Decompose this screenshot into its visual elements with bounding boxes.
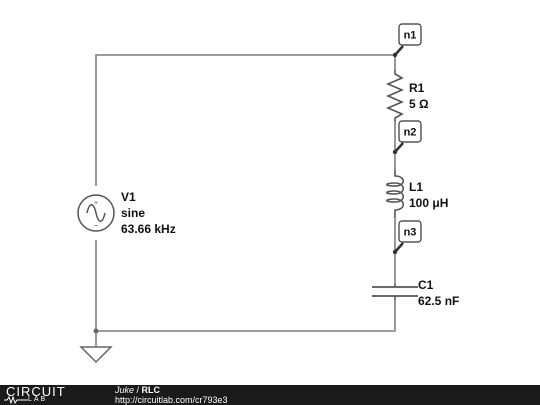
wire-top <box>95 54 396 186</box>
node-tag-n1[interactable]: n1 <box>392 23 422 58</box>
node-dot <box>392 52 398 58</box>
node-tag-n3[interactable]: n3 <box>392 220 422 255</box>
circuit-attribution: Juke / RLC <box>115 385 160 395</box>
c1-name: C1 <box>418 278 434 292</box>
capacitor-c1[interactable] <box>372 284 418 300</box>
logo-wave-icon <box>4 396 28 404</box>
node-tag-label: n2 <box>404 127 417 139</box>
resistor-r1[interactable] <box>385 70 405 122</box>
circuit-url[interactable]: http://circuitlab.com/cr793e3 <box>115 395 228 405</box>
plus-sign: + <box>94 200 98 207</box>
node-dot <box>392 249 398 255</box>
node-tag-n2[interactable]: n2 <box>392 120 422 155</box>
node-tag-box <box>398 120 422 143</box>
node-tag-box <box>398 23 422 46</box>
v1-type: sine <box>121 206 145 220</box>
l1-value: 100 μH <box>409 196 448 210</box>
inductor-l1[interactable] <box>385 170 405 218</box>
schematic-canvas: + − V1 sine 63.66 kHz R1 5 Ω L1 100 μH C… <box>77 23 459 364</box>
attribution-separator: / <box>134 385 142 395</box>
node-tag-box <box>398 220 422 243</box>
l1-name: L1 <box>409 180 423 194</box>
node-dot <box>392 149 398 155</box>
wires <box>95 54 396 347</box>
footer-bar: CIRCUIT LAB Juke / RLC http://circuitlab… <box>0 385 540 405</box>
c1-value: 62.5 nF <box>418 294 459 308</box>
author-link[interactable]: Juke <box>115 385 135 395</box>
node-tag-label: n3 <box>404 227 417 239</box>
logo-text-bottom: LAB <box>28 396 48 403</box>
v1-name: V1 <box>121 190 136 204</box>
junction-dot <box>93 328 99 334</box>
v1-value: 63.66 kHz <box>121 222 176 236</box>
node-tag-label: n1 <box>404 30 417 42</box>
minus-sign: − <box>94 221 99 230</box>
circuit-title: RLC <box>141 385 161 395</box>
ground-symbol <box>79 346 113 364</box>
r1-value: 5 Ω <box>409 97 429 111</box>
logo-text-top: CIRCUIT <box>6 384 66 399</box>
wire-bottom <box>95 240 396 332</box>
r1-name: R1 <box>409 81 425 95</box>
voltage-source-v1[interactable]: + − <box>77 194 115 232</box>
sine-wave-icon <box>86 204 106 222</box>
